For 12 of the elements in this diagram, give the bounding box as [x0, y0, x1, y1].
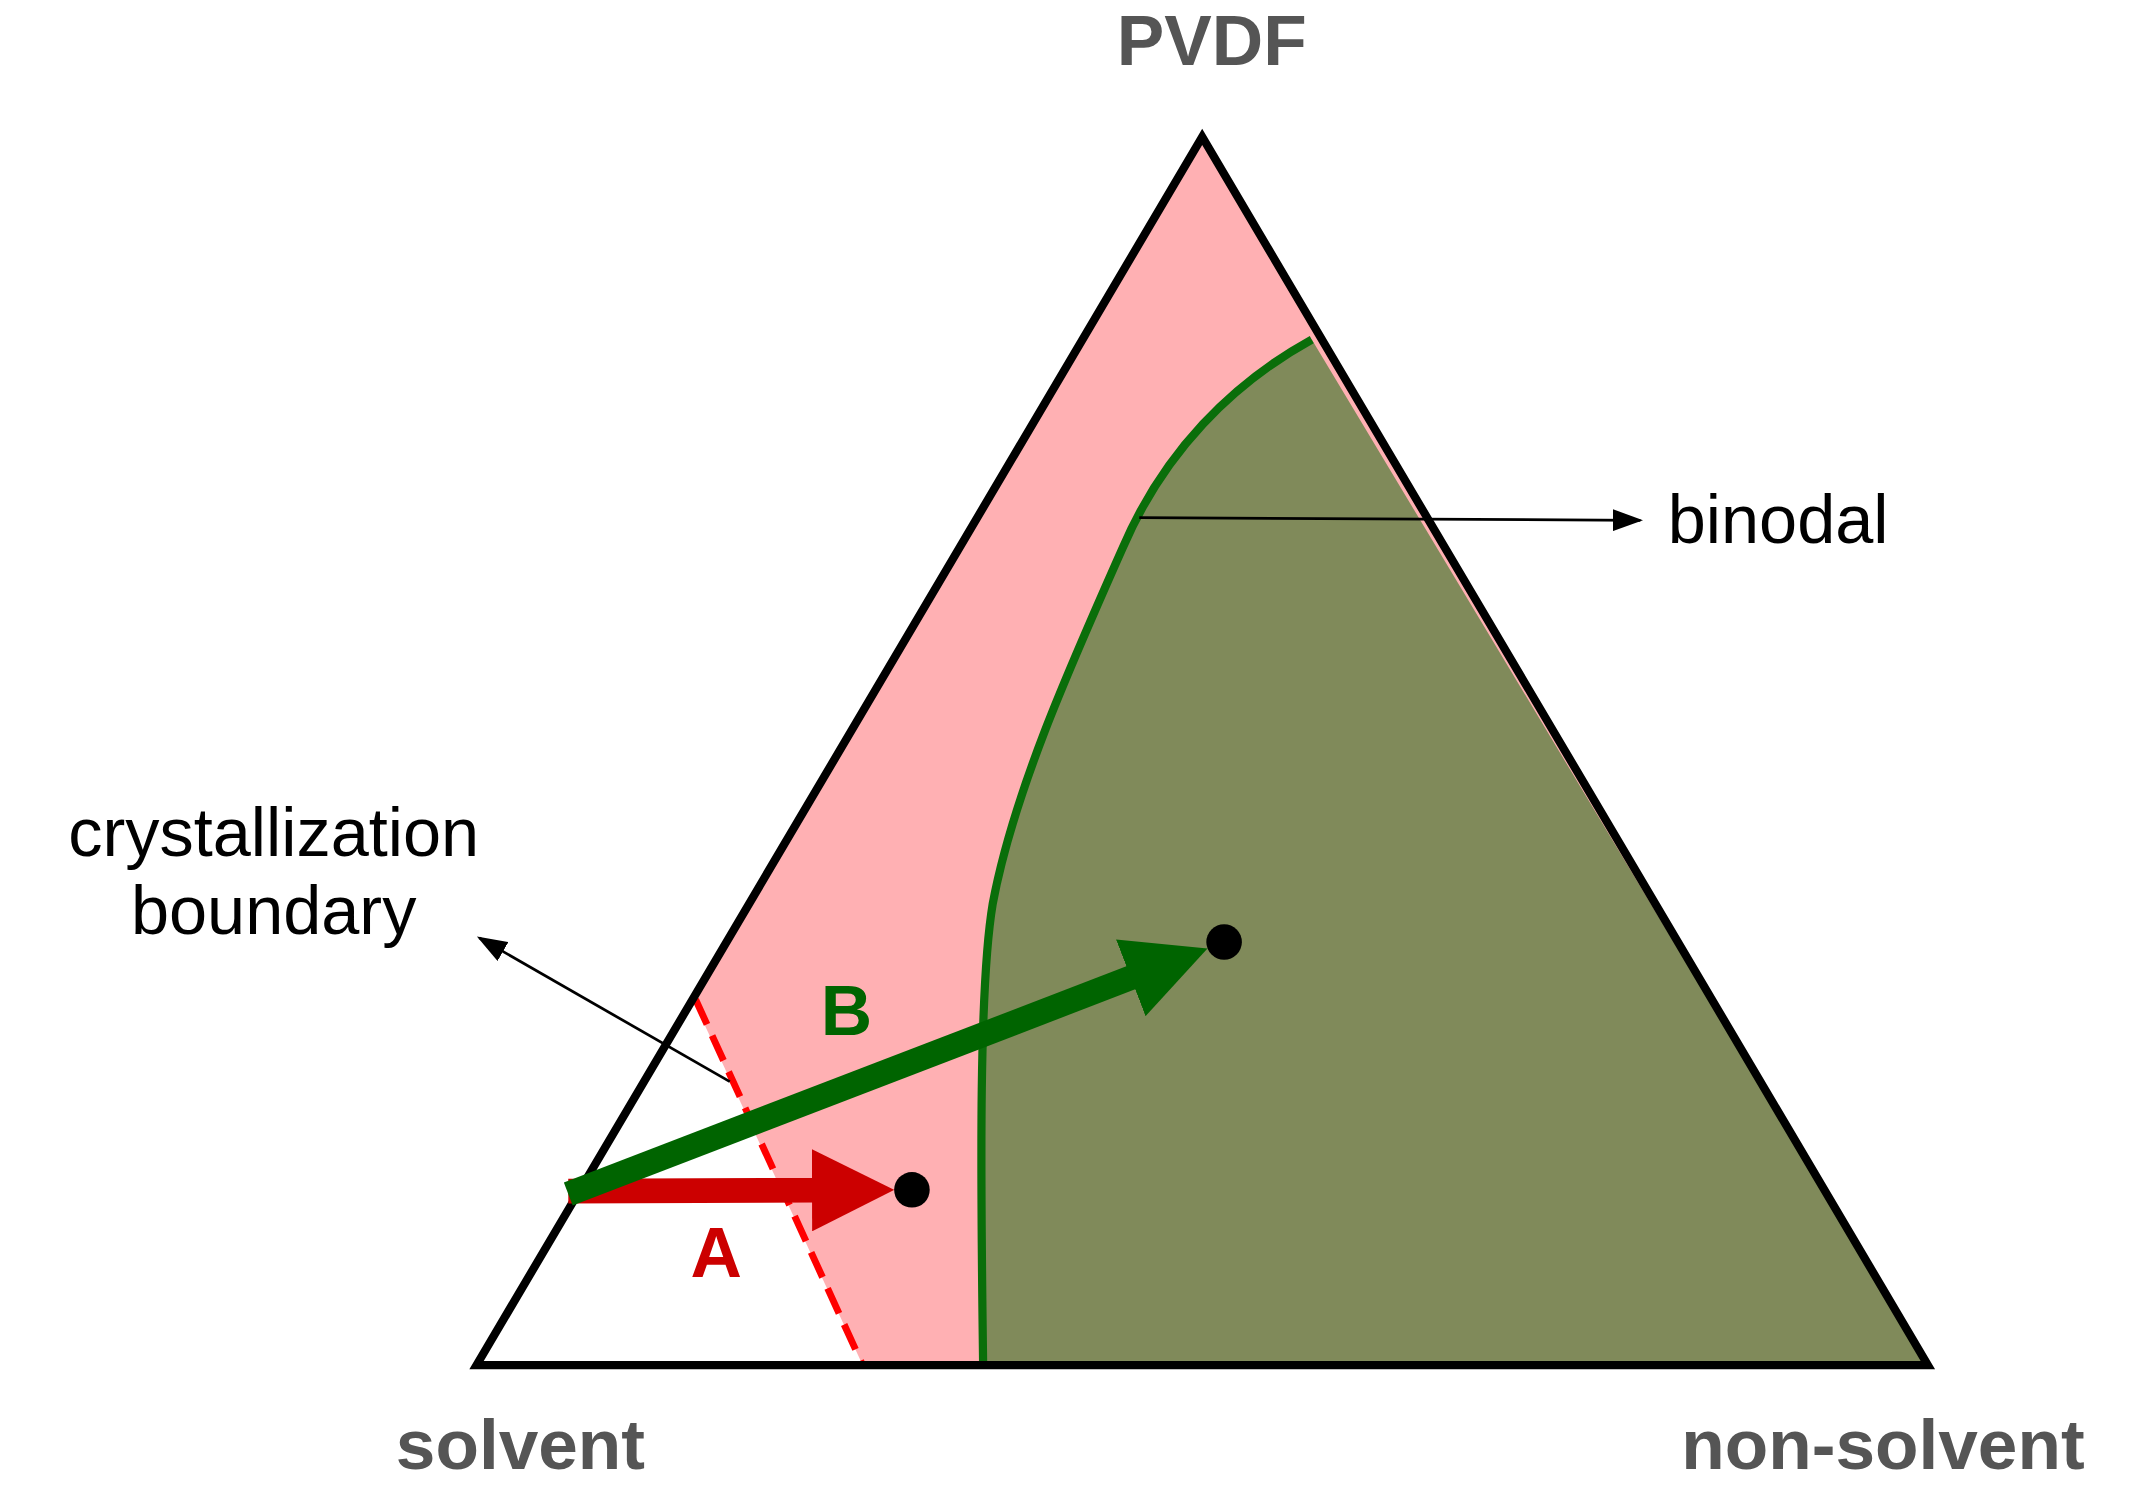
- region-label: crystallization boundary: [20, 793, 527, 952]
- composition-dot: [894, 1172, 930, 1208]
- corner-label: PVDF: [1116, 0, 1307, 82]
- leader-line: [1139, 509, 1644, 532]
- process-arrow: [568, 1149, 895, 1232]
- corner-label: solvent: [395, 1403, 646, 1486]
- edge-label: B: [820, 969, 873, 1052]
- process-arrow: [563, 939, 1208, 1206]
- region-label: binodal: [1667, 480, 1889, 560]
- corner-label: non-solvent: [1681, 1403, 2085, 1486]
- edge-label: A: [690, 1211, 743, 1294]
- leader-line: [476, 936, 731, 1083]
